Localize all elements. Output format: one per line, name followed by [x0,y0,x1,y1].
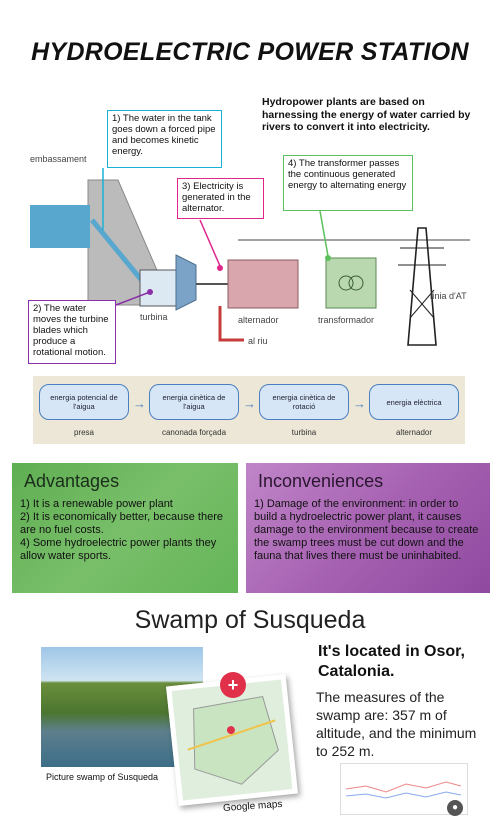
arrow-right-icon: → [353,396,366,411]
arrow-right-icon: → [133,396,146,411]
location-text: It's located in Osor, Catalonia. [318,643,465,680]
camera-icon[interactable]: ● [447,800,463,816]
note-turbine: 2) The water moves the turbine blades wh… [28,300,116,364]
flow-label: turbina [291,428,317,437]
intro-text: Hydropower plants are based on harnessin… [262,96,471,133]
photo-caption: Picture swamp of Susqueda [46,772,159,782]
inconveniences-heading: Inconveniences [258,471,384,491]
flow-step: energia cinètica de rotació [259,384,349,420]
map-image [166,674,298,806]
list-item: 2) It is economically better, because th… [20,511,223,536]
flow-label: canonada forçada [161,428,227,437]
map-caption: Google maps [222,798,283,815]
advantages-list: 1) It is a renewable power plant 2) It i… [12,492,238,563]
note-water-tank: 1) The water in the tank goes down a for… [107,110,222,168]
map-drawing [187,695,279,785]
list-item: 4) Some hydroelectric power plants they … [20,537,217,562]
mini-chart-lines [345,781,462,799]
label-linia: línia d'AT [430,291,467,301]
flow-step: energia potencial de l'aigua [39,384,129,420]
inconveniences-text: 1) Damage of the environment: in order t… [254,498,479,562]
advantages-box: Advantages 1) It is a renewable power pl… [12,463,238,593]
advantages-heading: Advantages [24,471,120,491]
flow-step: energia elèctrica [369,384,459,420]
flow-step: energia cinètica de l'aigua [149,384,239,420]
inconveniences-box: Inconveniences 1) Damage of the environm… [246,463,490,593]
label-turbina: turbina [140,312,168,322]
label-alternador: alternador [238,315,279,325]
energy-flow: energia potencial de l'aigua → energia c… [33,376,465,444]
label-al-riu: al riu [248,336,268,346]
power-station-diagram [30,168,470,346]
note-alternator: 3) Electricity is generated in the alter… [177,178,264,219]
list-item: 1) It is a renewable power plant [20,498,173,510]
flow-label: presa [73,428,94,437]
map-pin-icon: + [220,672,246,698]
measures-text: The measures of the swamp are: 357 m of … [316,689,477,759]
swamp-heading: Swamp of Susqueda [134,606,366,634]
page-title: HYDROELECTRIC POWER STATION [31,38,469,66]
label-transformador: transformador [318,315,375,325]
arrow-right-icon: → [243,396,256,411]
flow-label: alternador [395,428,433,437]
note-transformer: 4) The transformer passes the continuous… [283,155,413,211]
mini-chart-image: ● [340,763,468,816]
label-embassament: embassament [30,154,87,164]
